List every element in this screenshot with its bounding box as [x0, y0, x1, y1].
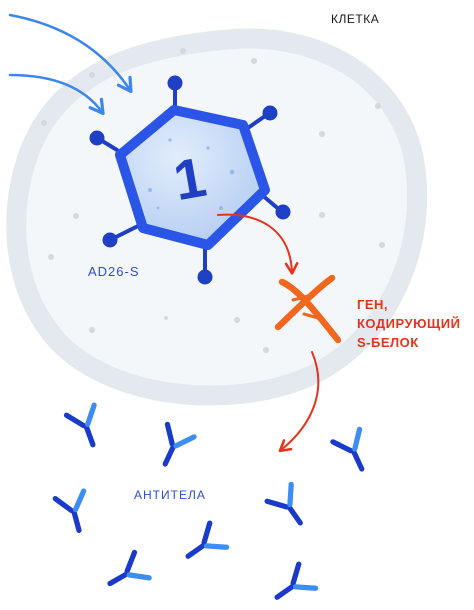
cell-dot [89, 72, 95, 78]
virus-knob [167, 75, 183, 91]
release-arrow [217, 213, 299, 275]
gene-label-line: S-БЕЛОК [357, 335, 419, 350]
virus-speckle [206, 146, 210, 150]
antibodies [52, 402, 365, 600]
gene-strand [278, 278, 342, 344]
gene-helix [274, 274, 342, 344]
virus-speckle [168, 138, 172, 142]
gene-rung [302, 312, 320, 320]
cell-label: КЛЕТКА [331, 12, 380, 26]
gene-strand [274, 274, 336, 331]
antibody [107, 549, 152, 587]
cell-dot [379, 242, 385, 248]
antibody [52, 488, 87, 533]
cell-dot [251, 58, 257, 64]
antibody [274, 561, 319, 600]
cell-dot [234, 317, 240, 323]
gene-rung [291, 294, 310, 302]
cell-dot [73, 213, 79, 219]
cell-dot [164, 316, 168, 320]
cell-dot [180, 48, 186, 54]
virus-knob [89, 130, 105, 146]
virus-speckle [148, 188, 152, 192]
virus-knob [102, 232, 118, 248]
cell-dot [263, 347, 269, 353]
virus-speckle [219, 206, 223, 210]
antibody [185, 520, 230, 559]
virus-knob [275, 204, 291, 220]
gene-label-line: ГЕН, [357, 297, 389, 312]
gene-label: ГЕН, КОДИРУЮЩИЙ S-БЕЛОК [357, 295, 460, 352]
gene-label-line: КОДИРУЮЩИЙ [357, 316, 461, 331]
virus-label: AD26-S [88, 264, 140, 279]
cell-dots [41, 48, 385, 353]
virus-speckles [148, 138, 235, 210]
cell-dot [375, 103, 381, 109]
entry-arrow-lower [8, 73, 105, 115]
virus-vector: 1 [89, 75, 291, 285]
entry-arrow-upper [8, 13, 133, 94]
cell-dot [319, 212, 325, 218]
cell-dot [319, 131, 325, 137]
cell-dot [41, 120, 47, 126]
virus-capsid [115, 105, 270, 250]
antibody [63, 402, 97, 448]
virus-speckle [156, 206, 160, 210]
cell-dot [89, 327, 95, 333]
antibodies-label: АНТИТЕЛА [134, 488, 206, 502]
cell-dot [48, 254, 54, 260]
expression-arrow [278, 351, 320, 453]
virus-knob [197, 269, 213, 285]
virus-knobs [89, 75, 291, 285]
antibody [162, 421, 197, 467]
virus-speckle [229, 169, 235, 175]
virus-knob [262, 105, 278, 121]
antibody [264, 481, 303, 526]
antibody [330, 426, 365, 472]
